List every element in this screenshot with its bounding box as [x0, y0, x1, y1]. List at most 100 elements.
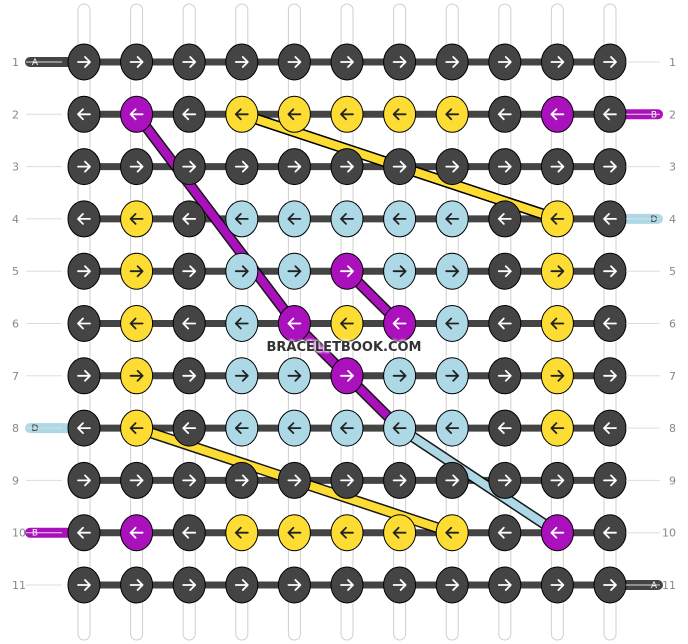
knot: [330, 148, 364, 186]
arrow-right-icon: [129, 160, 144, 173]
knot: [488, 461, 522, 499]
knot: [540, 252, 574, 290]
knot: [435, 357, 469, 395]
arrow-right-icon: [497, 369, 512, 382]
knot: [383, 200, 417, 238]
arrow-left-icon: [129, 526, 144, 539]
knot: [277, 514, 311, 552]
knot: [330, 409, 364, 447]
diagonal-strand: [132, 110, 299, 328]
arrow-right-icon: [550, 160, 565, 173]
row-number-right: 4: [669, 213, 676, 226]
arrow-right-icon: [550, 579, 565, 591]
knot: [67, 43, 101, 81]
knot: [488, 514, 522, 552]
arrow-left-icon: [392, 213, 407, 225]
arrow-left-icon: [497, 108, 512, 121]
arrow-left-icon: [550, 108, 565, 121]
arrow-right-icon: [340, 369, 354, 382]
knot: [67, 148, 101, 186]
knot: [67, 409, 101, 447]
arrow-right-icon: [182, 265, 197, 278]
arrow-right-icon: [392, 160, 407, 173]
arrow-right-icon: [550, 474, 565, 487]
knot: [277, 95, 311, 133]
arrow-left-icon: [340, 317, 354, 330]
knot: [435, 566, 469, 604]
knot: [593, 305, 627, 342]
arrow-left-icon: [497, 317, 512, 330]
arrow-right-icon: [550, 265, 565, 278]
knot: [435, 305, 469, 342]
arrow-right-icon: [287, 160, 302, 173]
row-number-right: 10: [662, 527, 676, 540]
knot: [277, 566, 311, 604]
knot: [172, 200, 206, 238]
knot: [330, 357, 364, 395]
arrow-left-icon: [182, 526, 197, 539]
knot: [383, 95, 417, 133]
strand-label-right: D: [651, 215, 658, 225]
knot: [593, 252, 627, 290]
arrow-left-icon: [392, 108, 407, 121]
knot: [435, 200, 469, 238]
arrow-right-icon: [234, 56, 249, 68]
arrow-right-icon: [287, 474, 302, 487]
strand-label-left: D: [32, 424, 39, 434]
arrow-right-icon: [182, 474, 197, 487]
arrow-right-icon: [445, 474, 460, 487]
knot: [67, 200, 101, 238]
knot: [277, 43, 311, 81]
arrow-left-icon: [497, 422, 512, 434]
knot: [120, 305, 154, 342]
knot: [225, 95, 259, 133]
arrow-right-icon: [392, 56, 407, 68]
knot: [172, 409, 206, 447]
strand-label-left: A: [32, 58, 39, 68]
arrow-right-icon: [77, 160, 91, 173]
knot: [540, 409, 574, 447]
knot: [330, 252, 364, 290]
arrow-left-icon: [497, 213, 512, 225]
knot: [593, 95, 627, 133]
arrow-right-icon: [77, 474, 91, 487]
arrow-left-icon: [340, 213, 354, 225]
knot: [330, 566, 364, 604]
knot: [330, 95, 364, 133]
arrow-right-icon: [77, 579, 91, 591]
arrow-right-icon: [392, 369, 407, 382]
arrow-right-icon: [287, 369, 302, 382]
knot: [383, 357, 417, 395]
row-number-right: 6: [669, 318, 676, 331]
arrow-left-icon: [182, 108, 197, 121]
knot: [593, 566, 627, 604]
knot: [593, 357, 627, 395]
arrow-left-icon: [287, 317, 302, 330]
arrow-left-icon: [129, 317, 144, 330]
arrow-left-icon: [287, 526, 302, 539]
arrow-right-icon: [445, 56, 460, 68]
knot: [488, 357, 522, 395]
arrow-left-icon: [445, 526, 460, 539]
knot: [593, 409, 627, 447]
knot: [488, 148, 522, 186]
knot: [540, 95, 574, 133]
arrow-left-icon: [234, 213, 249, 225]
arrow-left-icon: [550, 526, 565, 539]
arrow-right-icon: [497, 56, 512, 68]
arrow-right-icon: [603, 160, 617, 173]
knot: [120, 461, 154, 499]
knot: [383, 461, 417, 499]
knot: [435, 409, 469, 447]
arrow-right-icon: [129, 56, 144, 68]
knot: [120, 95, 154, 133]
knot: [540, 305, 574, 342]
arrow-left-icon: [234, 108, 249, 121]
row-number-left: 1: [12, 56, 19, 69]
knot: [383, 566, 417, 604]
knot: [540, 357, 574, 395]
arrow-left-icon: [129, 108, 144, 121]
row-number-right: 7: [669, 370, 676, 383]
knot: [435, 148, 469, 186]
arrow-right-icon: [182, 579, 197, 591]
